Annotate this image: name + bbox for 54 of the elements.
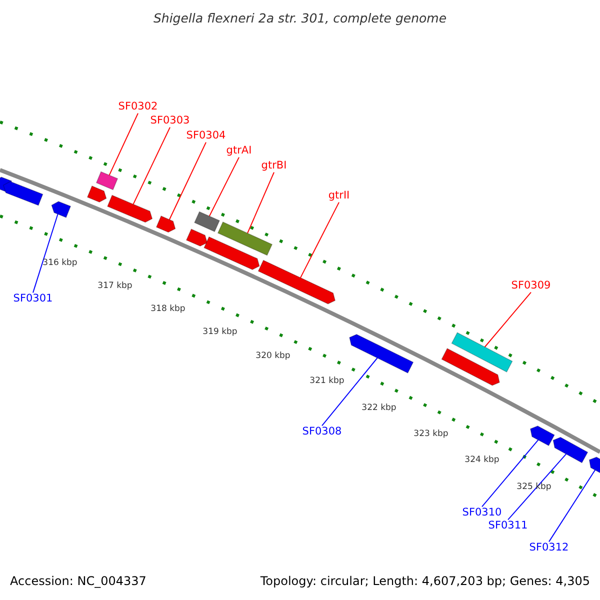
gene-block [194,211,220,232]
gene-block [451,332,513,373]
position-label: 319 kbp [202,326,238,338]
gene-label: SF0312 [529,542,569,554]
gene-feature [186,228,208,247]
position-label: 323 kbp [414,428,448,440]
gene-feature [258,260,336,304]
gene-label: SF0302 [118,100,158,114]
leader-line [548,470,596,542]
gene-block [96,171,118,190]
gene-label: SF0309 [511,280,551,292]
position-label: 321 kbp [310,376,344,386]
leader-line [482,439,539,508]
gene-label: SF0308 [302,426,342,438]
gene-label: SF0304 [186,130,226,142]
leader-line [247,172,274,234]
gene-feature [530,426,555,446]
leader-line [322,358,378,426]
position-label: 320 kbp [256,350,290,362]
position-label: 324 kbp [464,454,500,466]
position-label: 325 kbp [516,482,552,492]
gene-feature [204,236,260,270]
gene-feature [51,201,72,218]
gene-label: gtrII [328,190,350,202]
gene-feature [552,436,588,464]
position-label: 318 kbp [150,304,186,314]
gene-feature [588,456,600,476]
position-label: 322 kbp [362,402,396,414]
leader-line [168,142,206,220]
gene-feature [2,181,44,206]
leader-line [300,202,340,278]
gene-label: SF0303 [150,114,190,128]
gene-label: SF0310 [462,506,502,520]
gene-label: gtrAI [226,144,252,158]
leader-line [208,156,240,217]
gene-feature [86,185,107,203]
gene-feature [349,334,414,374]
gene-label: SF0311 [488,520,528,532]
leader-line [132,126,170,205]
gene-feature [156,215,176,233]
leader-line [508,454,567,520]
position-label: 317 kbp [98,280,132,292]
genome-summary: Topology: circular; Length: 4,607,203 bp; Genes: 4,305 [260,574,590,588]
gene-block [217,221,273,256]
accession-text: Accession: NC_004337 [10,574,146,588]
gene-label: SF0301 [13,292,53,306]
gene-feature [441,348,500,386]
genome-title: Shigella flexneri 2a str. 301, complete genome [153,10,447,26]
leader-line [108,112,138,176]
leader-line [484,292,532,348]
leader-line [32,214,58,294]
gene-label: gtrBI [261,160,287,172]
gene-feature [106,194,153,223]
position-label: 316 kbp [42,258,78,268]
